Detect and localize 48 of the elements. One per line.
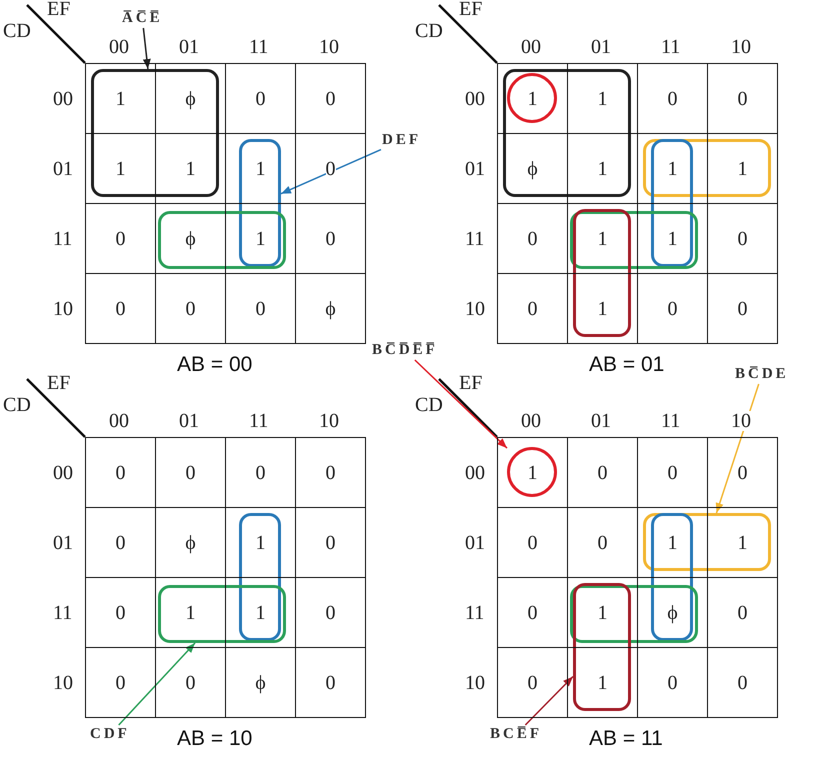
grouping-loop (91, 69, 219, 197)
grouping-loop (239, 139, 281, 267)
table-cell: 0 (85, 273, 156, 344)
term-label: BCE̅F (490, 726, 542, 743)
map-caption: AB = 00 (177, 353, 252, 377)
term-label: BC̅D̅E̅F̅ (372, 342, 438, 359)
map-caption: AB = 10 (177, 727, 252, 751)
grouping-loop (158, 211, 286, 269)
table-cell: 1 (497, 437, 568, 508)
map-caption: AB = 11 (589, 727, 663, 751)
map-caption: AB = 01 (589, 353, 664, 377)
term-label: BC̅DE (735, 366, 789, 383)
grouping-loop (239, 513, 281, 641)
table-cell: 0 (497, 647, 568, 718)
term-label: CDF (90, 726, 130, 743)
table-cell: ϕ (295, 273, 366, 344)
leader-arrow (716, 384, 760, 514)
grouping-loop (570, 211, 698, 269)
grouping-loop (651, 139, 693, 267)
table-cell: 0 (707, 63, 778, 134)
leader-arrow (280, 148, 382, 194)
leader-arrow (142, 28, 151, 70)
grouping-loop (503, 69, 631, 197)
grouping-loop (570, 585, 698, 643)
grouping-loop (573, 209, 631, 337)
table-cell: 0 (707, 647, 778, 718)
grouping-loop (158, 585, 286, 643)
table-cell: 1 (497, 63, 568, 134)
table-cell: 0 (295, 647, 366, 718)
table-cell: 0 (85, 437, 156, 508)
grouping-loop (643, 139, 771, 197)
leader-arrow (118, 642, 196, 726)
table-cell: 0 (707, 437, 778, 508)
leader-arrow (414, 359, 508, 449)
table-cell: 0 (295, 437, 366, 508)
grouping-loop (651, 513, 693, 641)
column-header: 10 (731, 411, 751, 431)
term-label: DEF (382, 132, 421, 149)
table-cell: 0 (295, 63, 366, 134)
grouping-loop (643, 513, 771, 571)
leader-arrow (524, 676, 574, 726)
table-cell: 1 (85, 63, 156, 134)
table-cell: 0 (85, 647, 156, 718)
grouping-circle (507, 447, 557, 497)
table-cell: 0 (707, 273, 778, 344)
term-label: A̅C̅E̅ (122, 10, 163, 27)
grouping-loop (573, 583, 631, 711)
table-cell: 0 (497, 273, 568, 344)
